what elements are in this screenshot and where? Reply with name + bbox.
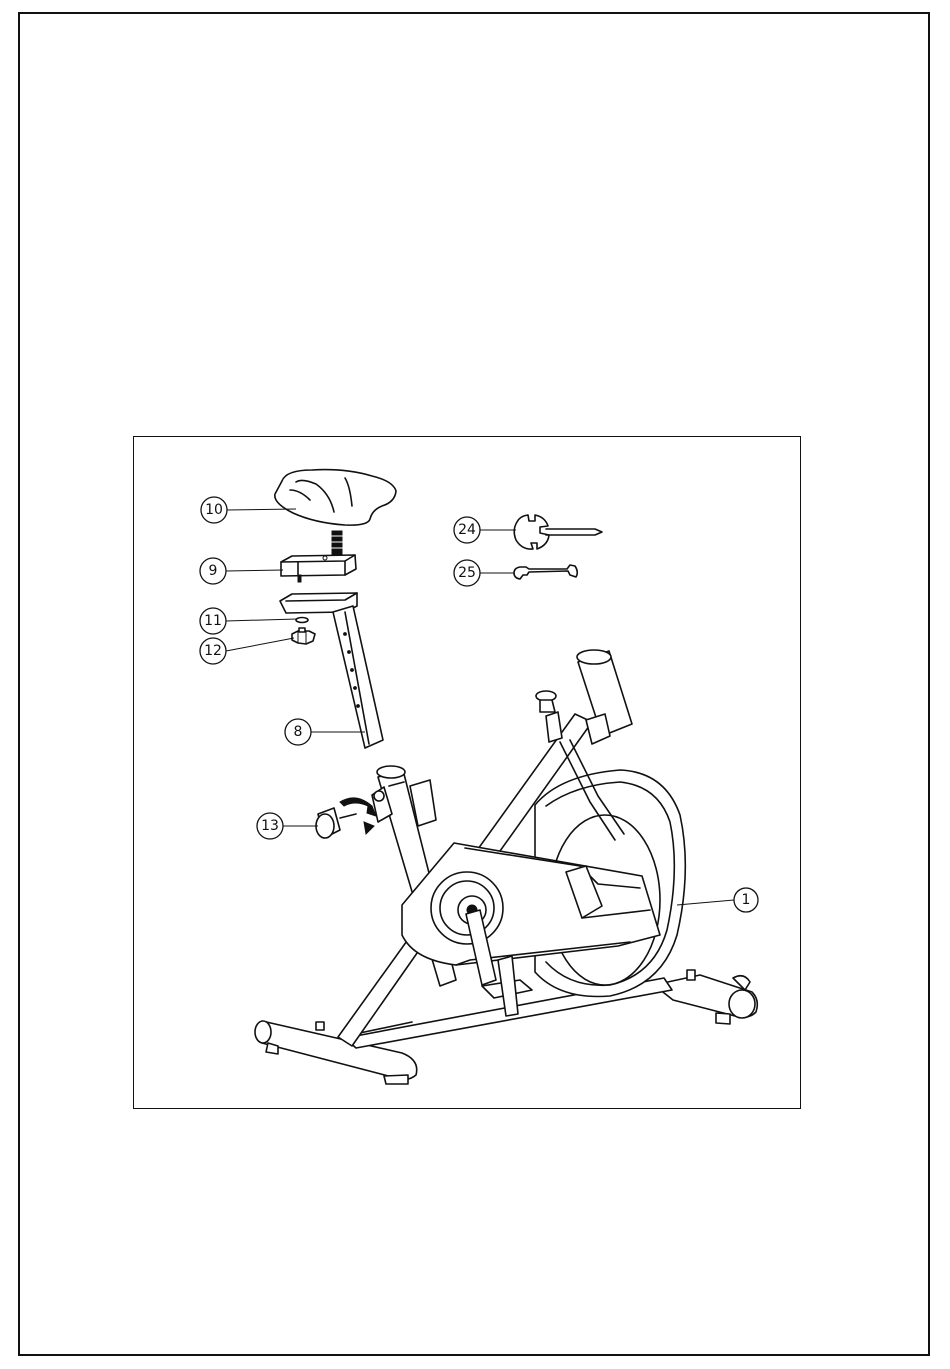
callout-8-label: 8	[294, 724, 303, 740]
callout-25: 25	[454, 560, 480, 586]
callout-11-label: 11	[204, 613, 222, 629]
callout-12-label: 12	[204, 643, 222, 659]
callout-12: 12	[200, 638, 226, 664]
callout-13-label: 13	[261, 818, 279, 834]
callout-24-label: 24	[458, 522, 476, 538]
callout-25-label: 25	[458, 565, 476, 581]
callout-8: 8	[285, 719, 311, 745]
callout-1: 1	[734, 888, 758, 912]
callout-9: 9	[200, 558, 226, 584]
seat-clamp-block-part	[281, 555, 356, 582]
callout-10-label: 10	[205, 502, 223, 518]
allen-wrench-part	[514, 515, 602, 549]
callout-10: 10	[201, 497, 227, 523]
washer-part	[296, 618, 308, 623]
callout-9-label: 9	[209, 563, 218, 579]
callout-24: 24	[454, 517, 480, 543]
seat-part	[275, 470, 396, 555]
spanner-part	[514, 565, 577, 579]
callout-11: 11	[200, 608, 226, 634]
callout-13: 13	[257, 813, 283, 839]
callout-1-label: 1	[742, 892, 751, 908]
bike-frame-part	[255, 650, 757, 1084]
knob-nut-part	[292, 628, 315, 644]
